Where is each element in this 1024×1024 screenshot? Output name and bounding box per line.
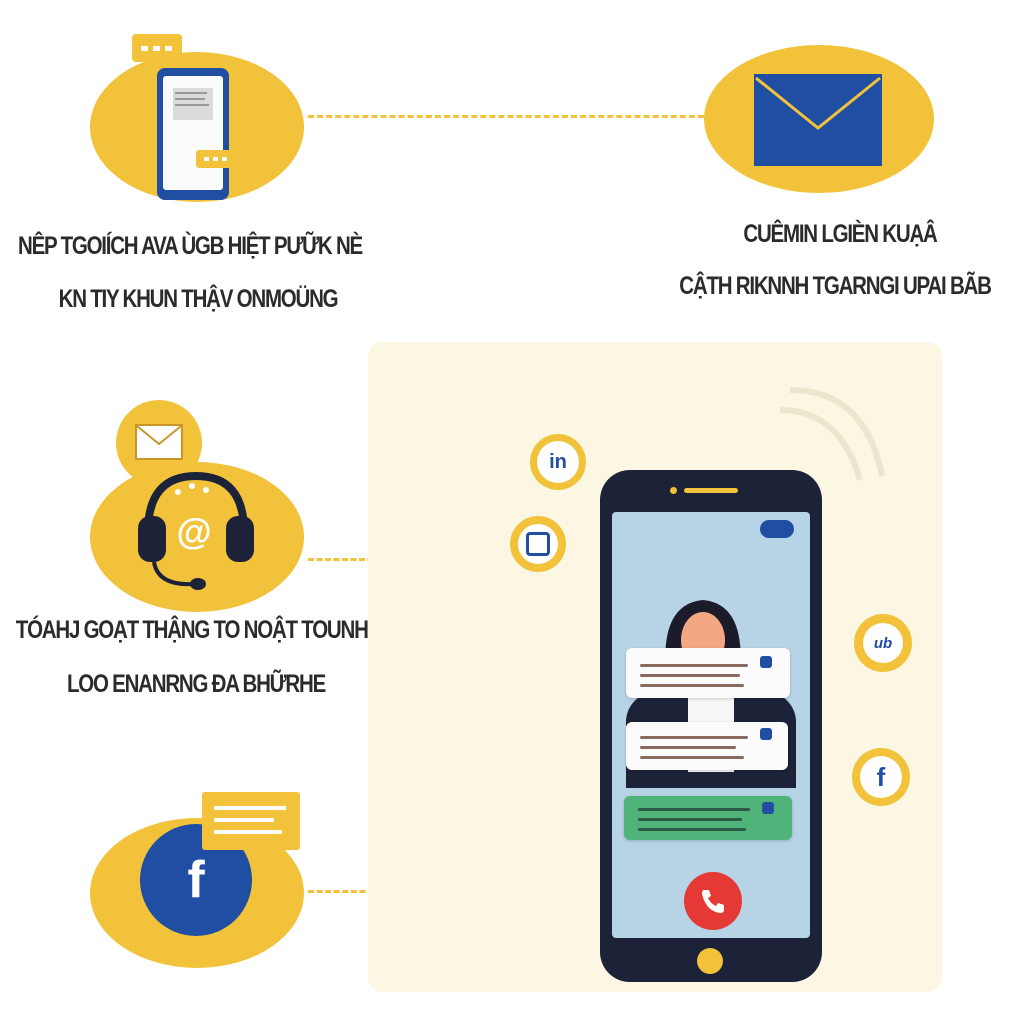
chat-bubble-reply — [624, 796, 792, 840]
smartphone-icon — [157, 68, 229, 200]
connector-top — [308, 115, 704, 118]
linkedin-label: in — [549, 450, 567, 473]
caption-top-right-line1: CUÊMIN LGIÈN KUẠÂ — [743, 220, 937, 248]
speaker-bar — [684, 488, 738, 493]
home-button[interactable] — [697, 948, 723, 974]
signal-waves-icon — [779, 387, 885, 481]
caption-top-right-line2: CẬTH RIKNNH TGARNGI UPAI BÃB — [679, 272, 992, 300]
at-sign-icon: @ — [176, 511, 212, 552]
chat-dots-badge — [132, 34, 182, 62]
badge-ub-label: ub — [873, 634, 893, 652]
badge-ub-icon: ub — [854, 614, 912, 672]
linkedin-icon: in — [530, 434, 586, 490]
envelope-badge — [116, 400, 202, 486]
envelope-icon — [754, 74, 882, 166]
connector-bottom — [308, 890, 374, 893]
sms-bubble-icon — [196, 150, 240, 168]
chat-bubble-2 — [626, 722, 788, 770]
call-button[interactable] — [684, 872, 742, 930]
facebook-letter: f — [187, 851, 205, 909]
headset-icon — [134, 462, 258, 592]
facebook-small-label: f — [876, 761, 886, 792]
camera-dot — [670, 487, 677, 494]
facebook-small-icon: f — [852, 748, 910, 806]
messenger-icon — [510, 516, 566, 572]
chat-bubble-1 — [626, 648, 790, 698]
phone-call-icon — [702, 890, 724, 913]
cloud-icon — [760, 520, 794, 538]
caption-top-left-line2: KN TIY KHUN THẬV ONMOÜNG — [58, 285, 339, 313]
connector-middle — [308, 558, 382, 561]
chat-lines-badge — [202, 792, 300, 850]
caption-middle-left-line1: TÓAHJ GOẠT THẬNG TO NOẬT TOUNHIÀ — [15, 616, 387, 644]
caption-middle-left-line2: LOO ENANRNG ĐA BHỮRHE — [66, 670, 326, 698]
caption-top-left-line1: NÊP TGOIÍCH AVA ÙGB HIỆT PƯỮK NÈ — [18, 232, 363, 260]
